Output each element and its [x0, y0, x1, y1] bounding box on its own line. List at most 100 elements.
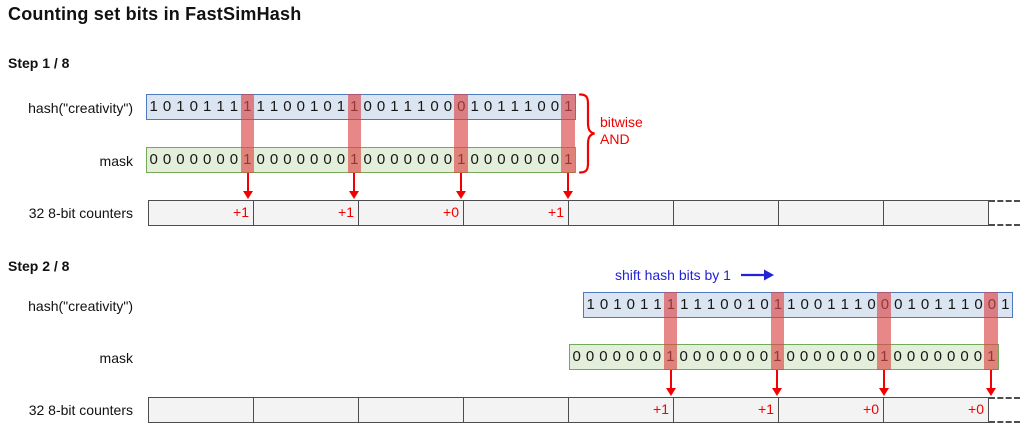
counter-cell: [884, 201, 988, 225]
mask-bit: 0: [483, 151, 493, 168]
counter-cell: +1: [674, 398, 779, 422]
and-highlight-column: [663, 292, 678, 370]
mask-bit: 0: [692, 348, 702, 365]
mask-bit: 0: [652, 348, 662, 365]
counter-cell: +1: [149, 201, 254, 225]
hash-bit: 1: [149, 98, 158, 115]
and-result-arrow-line: [246, 173, 249, 192]
counter-cell: [569, 201, 674, 225]
hash-bit: 0: [626, 296, 635, 313]
mask-bit: 0: [947, 348, 956, 365]
and-result-arrow-line: [566, 173, 569, 192]
and-highlight-column: [561, 94, 575, 173]
hash-bit: 1: [1001, 296, 1010, 313]
and-result-arrow-line: [669, 370, 672, 389]
mask-bit: 0: [960, 348, 969, 365]
and-result-arrow-line: [776, 370, 779, 389]
mask-bit: 0: [853, 348, 862, 365]
mask-bit: 0: [920, 348, 929, 365]
bitwise-and-annotation-line2: AND: [600, 131, 630, 147]
hash-row-label-step2: hash("creativity"): [28, 298, 133, 314]
and-result-arrow-line: [353, 173, 356, 192]
counter-cell: +0: [779, 398, 884, 422]
mask-bit: 0: [906, 348, 916, 365]
and-result-arrow-head: [985, 388, 996, 396]
counter-cell: [674, 201, 779, 225]
hash-bit: 1: [403, 98, 412, 115]
hash-bit: 0: [599, 296, 609, 313]
hash-bit: 1: [961, 296, 970, 313]
hash-bit: 1: [256, 98, 265, 115]
mask-bit: 0: [973, 348, 983, 365]
mask-bit: 0: [336, 151, 346, 168]
and-highlight-column: [770, 292, 784, 370]
mask-bit: 0: [390, 151, 399, 168]
hash-bit: 1: [640, 296, 649, 313]
hash-bit: 0: [550, 98, 560, 115]
mask-bit: 0: [510, 151, 519, 168]
mask-bit: 0: [376, 151, 386, 168]
mask-row-label-step2: mask: [99, 350, 133, 366]
hash-bit: 1: [947, 296, 956, 313]
counter-update-label: +1: [233, 204, 249, 220]
hash-bit: 1: [854, 296, 863, 313]
hash-bit: 0: [920, 296, 930, 313]
mask-bit: 0: [719, 348, 728, 365]
mask-bit: 0: [639, 348, 648, 365]
mask-bit: 0: [746, 348, 755, 365]
step-2-label: Step 2 / 8: [8, 258, 70, 274]
mask-bit: 0: [216, 151, 225, 168]
hash-bit: 1: [653, 296, 662, 313]
hash-bit: 1: [310, 98, 319, 115]
mask-bit: 0: [759, 348, 769, 365]
mask-bit: 0: [572, 348, 581, 365]
hash-bit: 1: [613, 296, 622, 313]
mask-bit: 0: [799, 348, 809, 365]
and-result-arrow-line: [989, 370, 992, 389]
hash-bit: 1: [336, 98, 346, 115]
hash-bit: 0: [813, 296, 823, 313]
hash-bit: 1: [907, 296, 916, 313]
hash-bit: 0: [189, 98, 198, 115]
mask-bit: 0: [786, 348, 795, 365]
mask-bit: 0: [430, 151, 439, 168]
hash-bit: 1: [680, 296, 689, 313]
counter-update-label: +1: [338, 204, 354, 220]
bitwise-and-brace: [578, 93, 595, 174]
hash-bit: 1: [510, 98, 519, 115]
hash-bit: 0: [363, 98, 372, 115]
mask-bit: 0: [866, 348, 876, 365]
mask-bit: 0: [470, 151, 479, 168]
mask-bit: 0: [612, 348, 621, 365]
counter-update-label: +0: [968, 401, 984, 417]
hash-bit: 1: [417, 98, 426, 115]
mask-bit: 0: [189, 151, 198, 168]
hash-bit: 1: [176, 98, 185, 115]
and-result-arrow-line: [460, 173, 463, 192]
hash-bit: 0: [894, 296, 903, 313]
mask-bit: 0: [497, 151, 506, 168]
hash-bit: 1: [269, 98, 279, 115]
mask-bit: 0: [679, 348, 688, 365]
and-highlight-column: [984, 292, 998, 370]
hash-bit: 1: [203, 98, 212, 115]
step-1-label: Step 1 / 8: [8, 55, 70, 71]
mask-bit: 0: [733, 348, 742, 365]
counters-continuation-dashes: [989, 200, 1020, 226]
hash-bit: 0: [283, 98, 292, 115]
mask-bit: 0: [256, 151, 265, 168]
hash-bit: 1: [229, 98, 239, 115]
mask-row-label-step1: mask: [99, 153, 133, 169]
mask-bit: 0: [893, 348, 902, 365]
mask-bit: 0: [826, 348, 835, 365]
hash-bit: 1: [524, 98, 533, 115]
and-highlight-column: [454, 94, 468, 173]
counter-cell: +0: [884, 398, 988, 422]
hash-row-label-step1: hash("creativity"): [28, 100, 133, 116]
mask-bit: 0: [283, 151, 292, 168]
mask-bit: 0: [269, 151, 279, 168]
mask-bit: 0: [933, 348, 942, 365]
counter-cell: [149, 398, 254, 422]
mask-bit: 0: [363, 151, 372, 168]
hash-bit: 0: [800, 296, 809, 313]
